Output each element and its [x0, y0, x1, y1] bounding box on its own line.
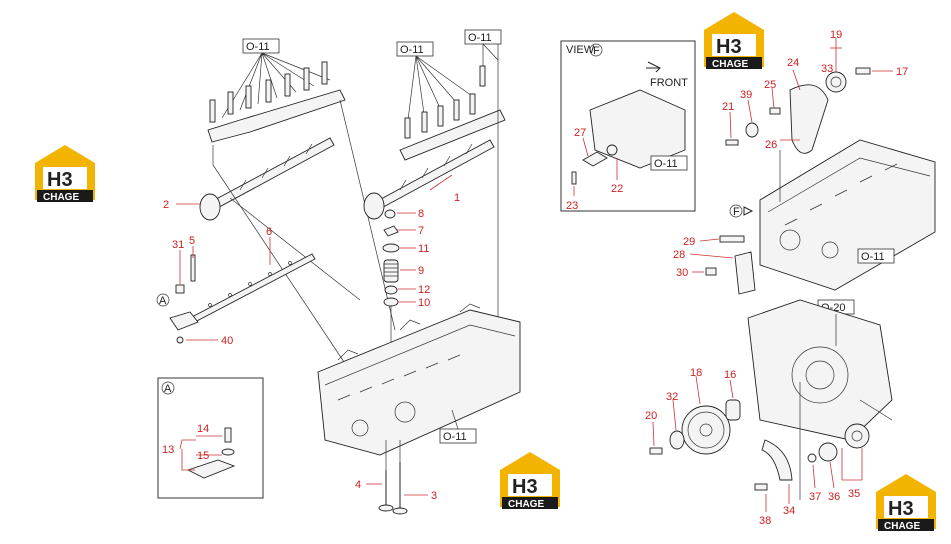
rocker-shaft-assembly: 6 5 31 40 A — [156, 226, 316, 347]
callout-10: 10 — [418, 297, 430, 309]
callout-14: 14 — [197, 423, 209, 435]
ref-o11-mid: O-11 — [400, 44, 424, 56]
view-f-marker: F — [733, 206, 740, 218]
callout-18: 18 — [690, 367, 702, 379]
callout-40: 40 — [221, 335, 233, 347]
cam-cap-bolts-left — [209, 61, 328, 123]
callout-35: 35 — [848, 488, 860, 500]
logo-mark: H3 — [512, 476, 538, 498]
callout-7: 7 — [418, 225, 424, 237]
sprocket — [825, 71, 847, 93]
callout-2: 2 — [163, 199, 169, 211]
detail-a-panel: A 14 15 13 — [157, 377, 264, 499]
gear-18 — [681, 405, 731, 455]
gear-35 — [844, 423, 870, 449]
callout-32: 32 — [666, 391, 678, 403]
right-camshaft-assembly: O-11 O-11 1 — [363, 29, 506, 330]
view-arrow-icon — [743, 206, 754, 216]
callout-8: 8 — [418, 208, 424, 220]
callout-17: 17 — [896, 66, 908, 78]
view-f-panel: VIEW F FRONT 27 22 23 O-11 — [560, 40, 696, 212]
callout-30: 30 — [676, 267, 688, 279]
gear-36 — [818, 442, 838, 462]
logo-word: CHAGE — [508, 499, 544, 510]
callout-28: 28 — [673, 249, 685, 261]
chain-guide — [761, 439, 793, 481]
callout-3: 3 — [431, 490, 437, 502]
ref-o11-left: O-11 — [246, 41, 270, 53]
callout-4: 4 — [355, 479, 361, 491]
timing-gear-group: O-20 18 16 32 20 34 38 37 36 — [645, 299, 893, 527]
cylinder-head: O-11 — [317, 303, 521, 456]
callout-20: 20 — [645, 410, 657, 422]
callout-29: 29 — [683, 236, 695, 248]
callout-11: 11 — [418, 243, 429, 255]
detail-a-label: A — [164, 383, 172, 395]
engine-block-upper-right: O-11 F — [729, 139, 936, 291]
valves: 4 3 — [355, 440, 437, 515]
view-letter: F — [593, 45, 600, 57]
detail-marker-a: A — [159, 295, 167, 307]
callout-24: 24 — [787, 57, 799, 69]
cam-cap-bolts-right — [404, 65, 486, 139]
camshaft-right — [369, 139, 495, 213]
callout-23: 23 — [566, 200, 578, 212]
ref-box-left — [242, 38, 280, 54]
brand-logo-bottom-right: H3 CHAGE — [876, 474, 936, 532]
logo-word: CHAGE — [712, 59, 748, 70]
cam-caps-right — [399, 109, 506, 161]
cam-caps-left — [207, 89, 346, 143]
callout-5: 5 — [189, 235, 195, 247]
callout-12: 12 — [418, 284, 430, 296]
ref-o11-view: O-11 — [654, 158, 678, 170]
callout-13: 13 — [162, 444, 174, 456]
logo-mark: H3 — [888, 498, 914, 520]
callout-33: 33 — [821, 63, 833, 75]
callout-1: 1 — [454, 192, 460, 204]
chain-tensioner: 29 28 30 — [673, 235, 756, 295]
logo-word: CHAGE — [43, 192, 79, 203]
timing-chain — [789, 84, 829, 154]
logo-word: CHAGE — [884, 521, 920, 532]
timing-chain-group: 19 33 17 24 25 39 21 26 — [722, 29, 908, 154]
brand-logo-left: H3 CHAGE — [35, 145, 95, 203]
callout-39: 39 — [740, 89, 752, 101]
callout-25: 25 — [764, 79, 776, 91]
callout-36: 36 — [828, 491, 840, 503]
callout-15: 15 — [197, 450, 209, 462]
callout-27: 27 — [574, 127, 586, 139]
logo-mark: H3 — [47, 169, 73, 191]
callout-9: 9 — [418, 265, 424, 277]
ref-o11-mid-right: O-11 — [468, 32, 492, 44]
callout-21: 21 — [722, 101, 734, 113]
callout-26: 26 — [765, 139, 777, 151]
view-title: VIEW — [566, 44, 595, 56]
ref-o11-block: O-11 — [861, 251, 885, 263]
ref-o11-head: O-11 — [443, 431, 467, 443]
callout-34: 34 — [783, 505, 795, 517]
callout-6: 6 — [266, 226, 272, 238]
callout-16: 16 — [724, 369, 736, 381]
callout-31: 31 — [172, 239, 184, 251]
brand-logo-top-right: H3 CHAGE — [704, 12, 764, 70]
brand-logo-center-bottom: H3 CHAGE — [500, 452, 560, 510]
callout-37: 37 — [809, 491, 821, 503]
callout-19: 19 — [830, 29, 842, 41]
callout-38: 38 — [759, 515, 771, 527]
front-arrow-icon — [646, 61, 661, 73]
callout-22: 22 — [611, 183, 623, 195]
timing-cover — [747, 299, 893, 441]
front-label: FRONT — [650, 77, 688, 89]
logo-mark: H3 — [716, 36, 742, 58]
left-camshaft-assembly: O-11 2 — [163, 38, 396, 369]
camshaft-left — [204, 137, 335, 213]
